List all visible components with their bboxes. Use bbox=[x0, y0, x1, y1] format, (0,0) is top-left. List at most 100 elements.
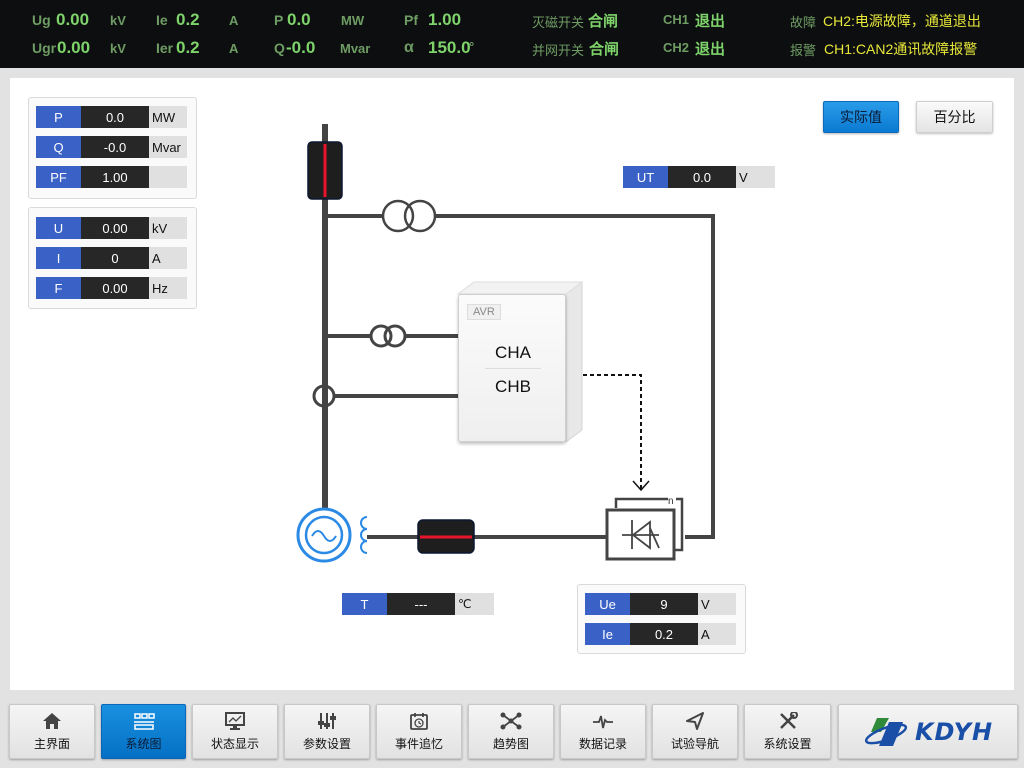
ug-label: Ug bbox=[32, 12, 51, 28]
nav-label: 系统图 bbox=[125, 737, 162, 751]
temperature-key: T bbox=[342, 593, 387, 615]
q-unit: Mvar bbox=[340, 41, 371, 56]
pf-unit bbox=[149, 166, 187, 188]
reactive-value: -0.0 bbox=[81, 136, 149, 158]
ch2-status: 退出 bbox=[695, 41, 726, 58]
field-current-key: Ie bbox=[585, 623, 630, 645]
fault-message: CH2:电源故障，通道退出 bbox=[823, 13, 981, 29]
nav-label: 事件追忆 bbox=[394, 737, 443, 751]
avr-channel-a: CHA bbox=[495, 343, 531, 362]
ie-unit: A bbox=[229, 13, 239, 28]
avr-cabinet-side bbox=[565, 281, 583, 443]
power-key: P bbox=[36, 106, 81, 128]
pf-label: Pf bbox=[404, 12, 418, 28]
sliders-icon bbox=[316, 711, 338, 731]
power-unit: MW bbox=[149, 106, 187, 128]
field-current-value: 0.2 bbox=[630, 623, 698, 645]
power-row-q: Q -0.0 Mvar bbox=[36, 136, 187, 158]
p-label: P bbox=[274, 12, 284, 28]
q-value: -0.0 bbox=[286, 38, 316, 57]
field-voltage-value: 9 bbox=[630, 593, 698, 615]
current-unit: A bbox=[149, 247, 187, 269]
grid-breaker-status: 合闸 bbox=[589, 41, 620, 58]
home-icon bbox=[41, 711, 63, 731]
system-diagram-icon bbox=[133, 711, 155, 731]
ier-value: 0.2 bbox=[176, 38, 200, 57]
ie-label: Ie bbox=[156, 12, 168, 28]
rectifier-stack-back bbox=[614, 497, 668, 508]
nav-label: 趋势图 bbox=[492, 737, 529, 751]
alarm-label: 报警 bbox=[790, 43, 817, 58]
rectifier-count-label: n bbox=[668, 496, 674, 507]
power-measurement-box: P 0.0 MW Q -0.0 Mvar PF 1.00 bbox=[28, 97, 197, 199]
alpha-unit: ° bbox=[469, 39, 475, 54]
nav-label: 系统设置 bbox=[763, 737, 812, 751]
percentage-button[interactable]: 百分比 bbox=[916, 101, 993, 133]
voltage-key: U bbox=[36, 217, 81, 239]
reactive-unit: Mvar bbox=[149, 136, 187, 158]
frequency-key: F bbox=[36, 277, 81, 299]
actual-value-button[interactable]: 实际值 bbox=[823, 101, 899, 133]
network-icon bbox=[500, 711, 522, 731]
frequency-value: 0.00 bbox=[81, 277, 149, 299]
avr-divider bbox=[485, 368, 541, 369]
electric-row-f: F 0.00 Hz bbox=[36, 277, 187, 299]
ch2-label: CH2 bbox=[663, 40, 690, 55]
avr-channel-b: CHB bbox=[495, 377, 531, 396]
current-key: I bbox=[36, 247, 81, 269]
temperature-unit: ℃ bbox=[455, 593, 494, 615]
power-row-p: P 0.0 MW bbox=[36, 106, 187, 128]
electric-row-u: U 0.00 kV bbox=[36, 217, 187, 239]
nav-parameter-settings[interactable]: 参数设置 bbox=[284, 704, 370, 759]
nav-label: 主界面 bbox=[33, 737, 70, 751]
excitation-measurement-box: Ue 9 V Ie 0.2 A bbox=[577, 584, 746, 654]
current-value: 0 bbox=[81, 247, 149, 269]
nav-system-diagram[interactable]: 系统图 bbox=[101, 704, 186, 759]
nav-data-record[interactable]: 数据记录 bbox=[560, 704, 646, 759]
bottom-navigation: 主界面 系统图 状态显示 参数设置 事件追忆 趋势图 数据记录 bbox=[0, 692, 1024, 768]
pf-value-cell: 1.00 bbox=[81, 166, 149, 188]
field-winding-icon bbox=[360, 516, 368, 554]
avr-tag: AVR bbox=[467, 304, 501, 320]
ugr-unit: kV bbox=[110, 41, 126, 56]
nav-trend-chart[interactable]: 趋势图 bbox=[468, 704, 554, 759]
status-bar: Ug 0.00 kV Ugr 0.00 kV Ie 0.2 A Ier 0.2 … bbox=[0, 0, 1024, 68]
control-signal-line bbox=[583, 374, 642, 490]
alpha-label: α bbox=[404, 39, 414, 56]
ugr-label: Ugr bbox=[32, 40, 57, 56]
q-label: Q bbox=[274, 40, 285, 56]
monitor-icon bbox=[224, 711, 246, 731]
excitation-row-ue: Ue 9 V bbox=[585, 593, 736, 615]
navigation-icon bbox=[684, 711, 706, 731]
excitation-row-ie: Ie 0.2 A bbox=[585, 623, 736, 645]
kdyh-logo-icon bbox=[864, 717, 908, 746]
frequency-unit: Hz bbox=[149, 277, 187, 299]
field-voltage-unit: V bbox=[698, 593, 736, 615]
nav-system-settings[interactable]: 系统设置 bbox=[744, 704, 831, 759]
ug-value: 0.00 bbox=[56, 10, 90, 29]
p-unit: MW bbox=[341, 13, 365, 28]
company-logo: KDYH bbox=[838, 704, 1018, 759]
nav-home[interactable]: 主界面 bbox=[9, 704, 95, 759]
nav-label: 试验导航 bbox=[670, 737, 719, 751]
ier-unit: A bbox=[229, 41, 239, 56]
nav-event-recall[interactable]: 事件追忆 bbox=[376, 704, 462, 759]
excitation-transformer-icon bbox=[381, 199, 415, 233]
ut-value: 0.0 bbox=[668, 166, 736, 188]
nav-label: 数据记录 bbox=[578, 737, 627, 751]
alarm-message: CH1:CAN2通讯故障报警 bbox=[824, 41, 978, 57]
nav-test-navigation[interactable]: 试验导航 bbox=[652, 704, 738, 759]
avr-cabinet[interactable]: AVR CHA CHB bbox=[458, 294, 566, 442]
fault-label: 故障 bbox=[790, 15, 817, 30]
tools-icon bbox=[777, 711, 799, 731]
nav-status-display[interactable]: 状态显示 bbox=[192, 704, 278, 759]
voltage-value: 0.00 bbox=[81, 217, 149, 239]
voltage-unit: kV bbox=[149, 217, 187, 239]
field-current-unit: A bbox=[698, 623, 736, 645]
electric-measurement-box: U 0.00 kV I 0 A F 0.00 Hz bbox=[28, 207, 197, 309]
pf-key: PF bbox=[36, 166, 81, 188]
nav-label: 参数设置 bbox=[302, 737, 351, 751]
power-row-pf: PF 1.00 bbox=[36, 166, 187, 188]
ut-unit: V bbox=[736, 166, 775, 188]
